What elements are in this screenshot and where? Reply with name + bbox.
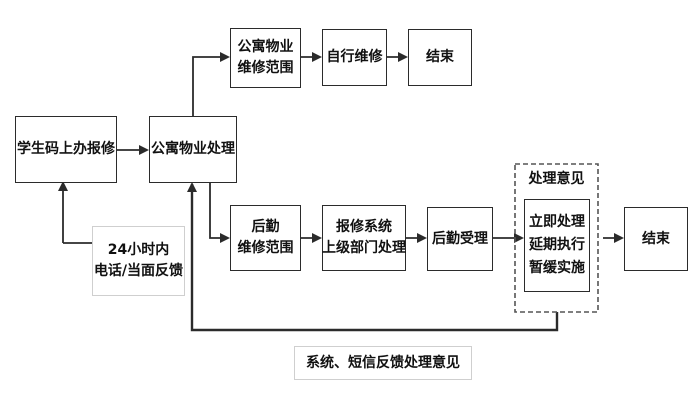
- opinion-group-title: 处理意见: [528, 171, 585, 187]
- apartment-handle-label: 公寓物业处理: [151, 141, 235, 157]
- opinion-option-postpone: 延期执行: [529, 237, 585, 253]
- system-feedback-label: 系统、短信反馈处理意见: [306, 354, 460, 371]
- apartment-scope-line1: 公寓物业: [237, 39, 294, 55]
- self-repair-box: 自行维修: [322, 29, 387, 86]
- logistics-accept-box: 后勤受理: [427, 207, 493, 271]
- phone-feedback-box: 24小时内 电话/当面反馈: [92, 226, 185, 296]
- end-bottom-box: 结束: [624, 207, 688, 271]
- phone-feedback-line1: 24小时内: [107, 242, 170, 258]
- apartment-handle-box: 公寓物业处理: [149, 116, 237, 183]
- logistics-scope-line1: 后勤: [251, 219, 280, 235]
- logistics-accept-label: 后勤受理: [432, 230, 488, 247]
- arrow-system-feedback: [187, 182, 559, 332]
- self-repair-label: 自行维修: [326, 49, 383, 65]
- opinion-option-suspend: 暂缓实施: [529, 260, 585, 276]
- system-feedback-box: 系统、短信反馈处理意见: [294, 346, 472, 380]
- end-bottom-label: 结束: [642, 230, 670, 247]
- apartment-scope-line2: 维修范围: [237, 60, 294, 76]
- opinion-options-box: 立即处理 延期执行 暂缓实施: [524, 199, 590, 292]
- opinion-group-border: [514, 163, 599, 313]
- opinion-option-immediate: 立即处理: [529, 214, 585, 230]
- student-report-box: 学生码上办报修: [15, 116, 117, 183]
- arrow-apartment-to-apartment-scope: [192, 52, 230, 116]
- escalate-line1: 报修系统: [336, 219, 392, 235]
- logistics-scope-line2: 维修范围: [237, 240, 294, 256]
- arrow-apartment-to-logistics-scope: [209, 182, 230, 243]
- apartment-scope-box: 公寓物业 维修范围: [230, 28, 301, 88]
- logistics-scope-box: 后勤 维修范围: [230, 205, 301, 271]
- escalate-box: 报修系统 上级部门处理: [322, 205, 406, 271]
- student-report-label: 学生码上办报修: [17, 141, 115, 157]
- end-top-box: 结束: [408, 29, 472, 86]
- end-top-label: 结束: [426, 49, 454, 65]
- escalate-line2: 上级部门处理: [322, 240, 406, 256]
- phone-feedback-line2: 电话/当面反馈: [93, 263, 184, 279]
